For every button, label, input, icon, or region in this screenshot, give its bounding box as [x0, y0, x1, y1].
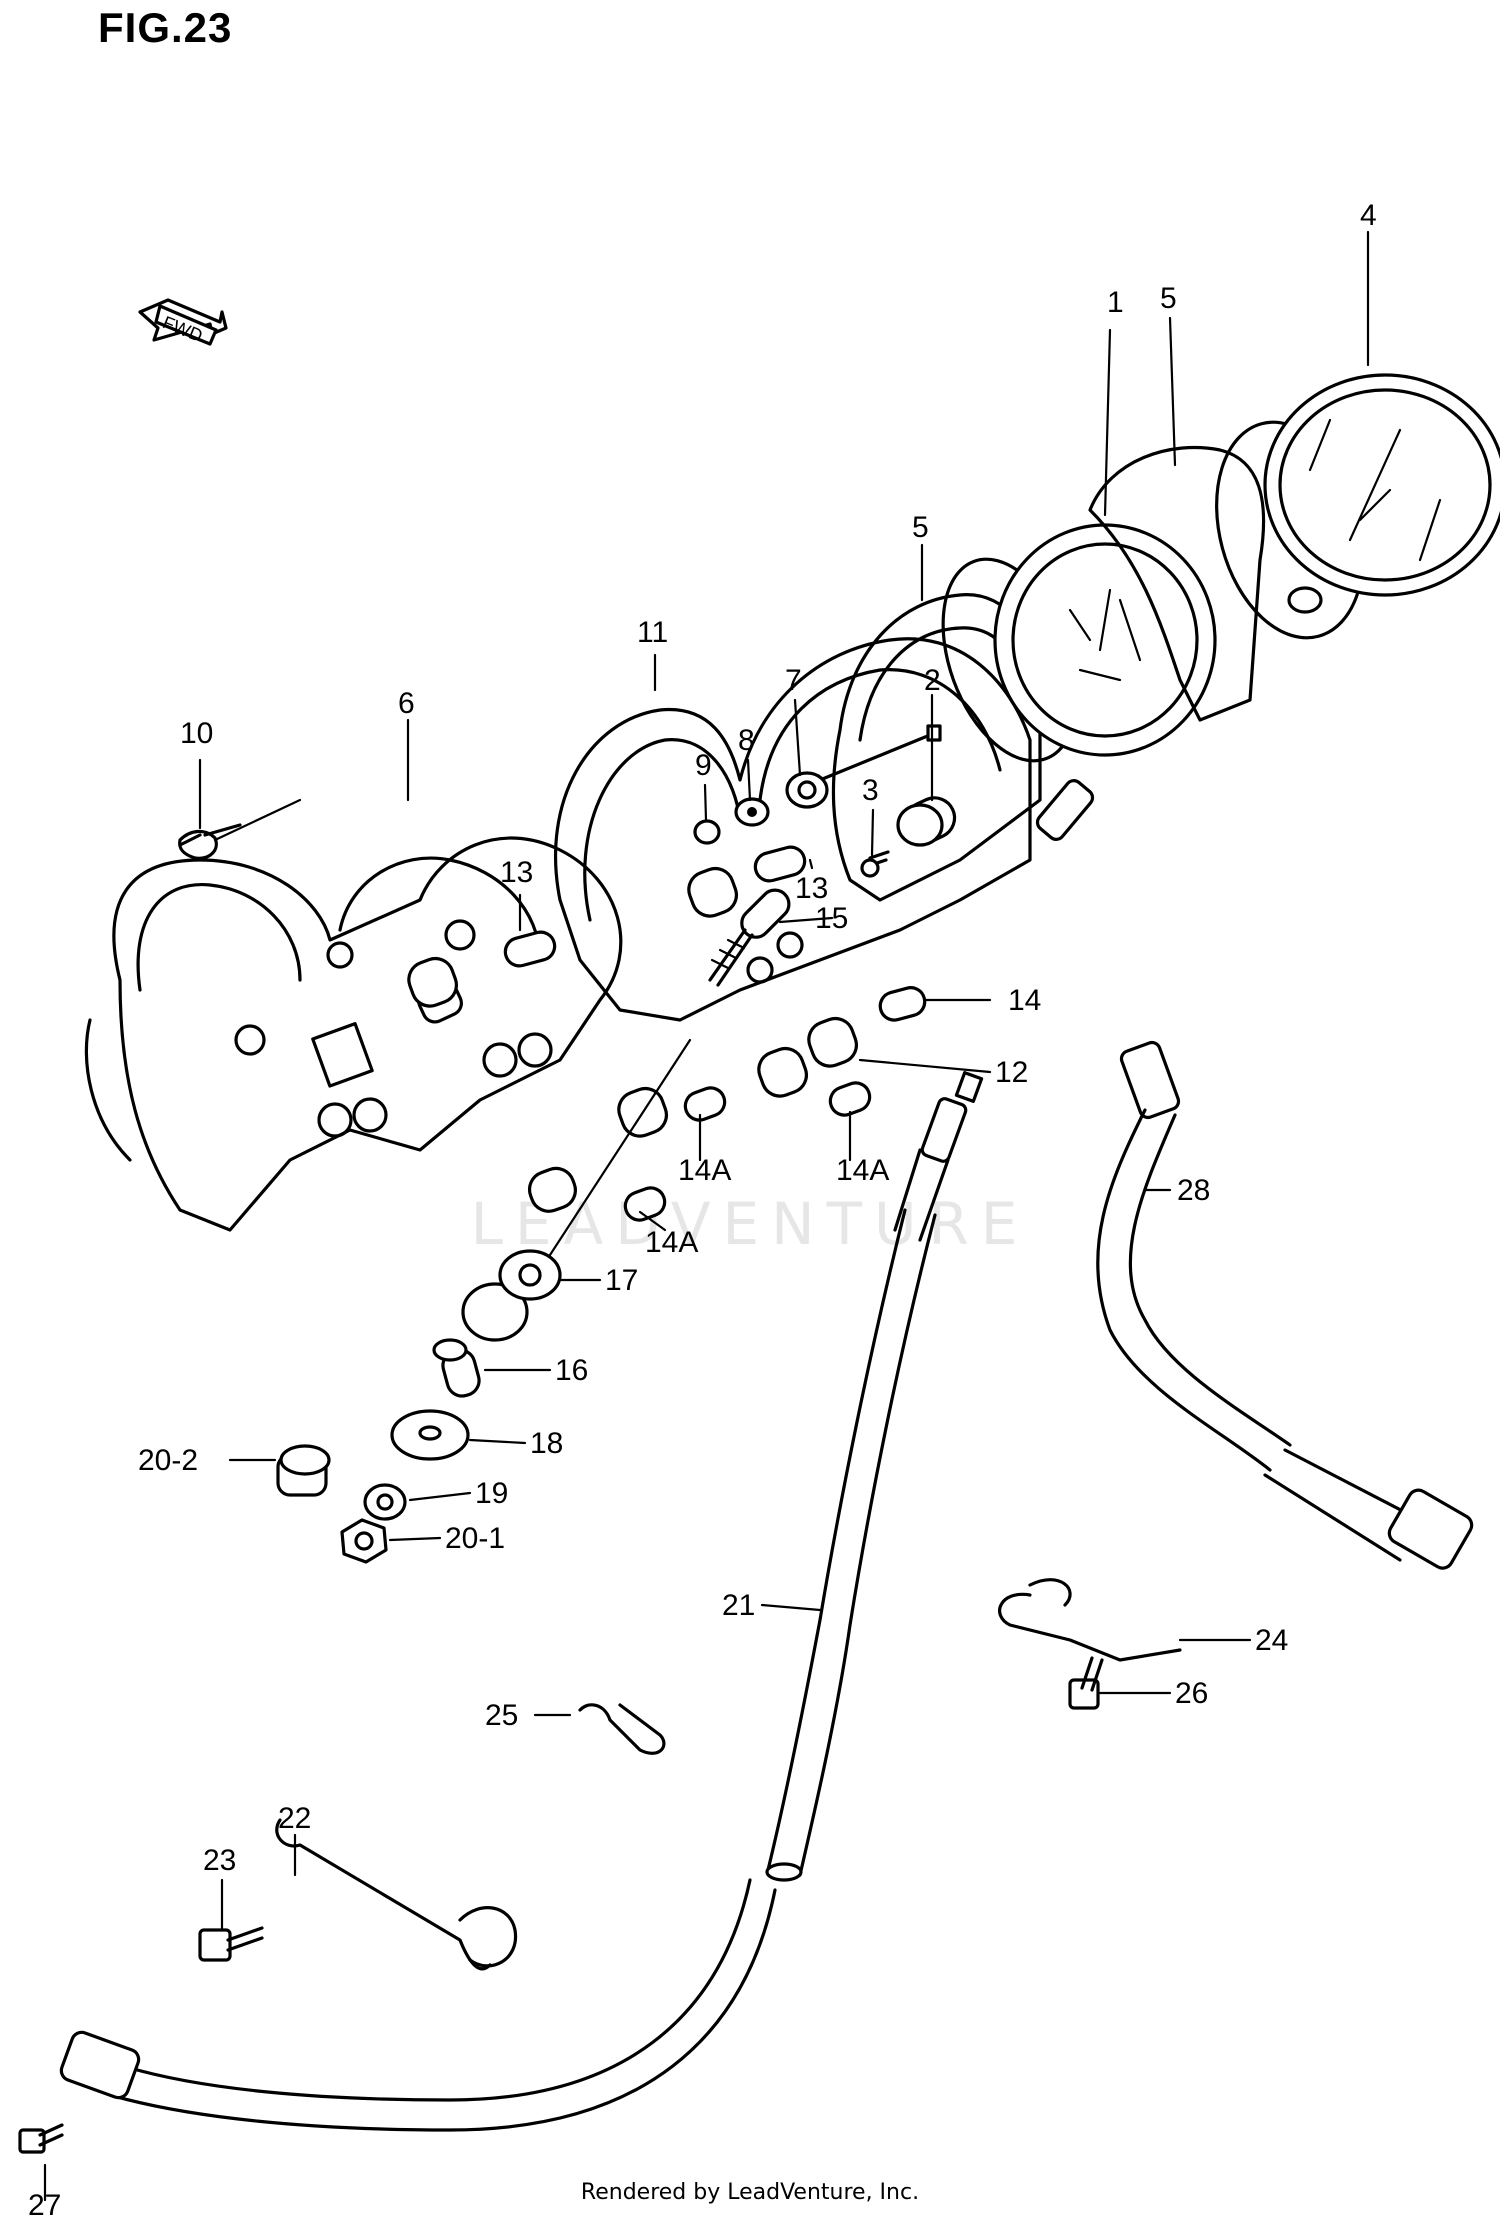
callout-15: 15 — [815, 902, 848, 935]
callout-11: 11 — [637, 616, 668, 649]
tachometer — [1263, 373, 1500, 614]
callout-9: 9 — [695, 749, 712, 782]
callout-20-2: 20-2 — [138, 1444, 198, 1477]
callout-16: 16 — [555, 1354, 588, 1387]
callout-14a3: 14A — [645, 1226, 698, 1259]
callout-5b: 5 — [912, 511, 929, 544]
callout-14a1: 14A — [678, 1154, 731, 1187]
fwd-arrow-icon: FWD — [138, 298, 228, 346]
callout-labels: 1 2 3 4 5 5 6 7 8 9 10 11 12 13 13 14 14… — [28, 199, 1377, 2222]
callout-10: 10 — [180, 717, 213, 750]
grommet-stack — [276, 1038, 692, 1564]
callout-28: 28 — [1177, 1174, 1210, 1207]
callout-2: 2 — [924, 664, 941, 697]
callout-26: 26 — [1175, 1677, 1208, 1710]
leader-lines — [43, 230, 1370, 2202]
speedometer-cable — [59, 1071, 984, 2132]
callout-27: 27 — [28, 2189, 61, 2222]
callout-20-1: 20-1 — [445, 1522, 505, 1555]
callout-13b: 13 — [795, 872, 828, 905]
callout-21: 21 — [722, 1589, 755, 1622]
clamps-and-bolts — [18, 1578, 1182, 2154]
callout-4: 4 — [1360, 199, 1377, 232]
callout-12: 12 — [995, 1056, 1028, 1089]
speedometer — [941, 523, 1217, 841]
callout-13a: 13 — [500, 856, 533, 889]
callout-7: 7 — [785, 664, 802, 697]
callout-3: 3 — [862, 774, 879, 807]
callout-23: 23 — [203, 1844, 236, 1877]
small-fasteners — [178, 724, 957, 1222]
callout-14a2: 14A — [836, 1154, 889, 1187]
callout-18: 18 — [530, 1427, 563, 1460]
credit-text: Rendered by LeadVenture, Inc. — [580, 2180, 920, 2205]
callout-17: 17 — [605, 1264, 638, 1297]
callout-22: 22 — [278, 1802, 311, 1835]
callout-14: 14 — [1008, 984, 1041, 1017]
callout-8: 8 — [738, 724, 755, 757]
tachometer-cable — [1096, 1040, 1474, 1570]
callout-1: 1 — [1107, 286, 1124, 319]
meter-case-lower — [84, 836, 623, 1232]
callout-25: 25 — [485, 1699, 518, 1732]
callout-19: 19 — [475, 1477, 508, 1510]
callout-6: 6 — [398, 687, 415, 720]
callout-24: 24 — [1255, 1624, 1288, 1657]
callout-5a: 5 — [1160, 282, 1177, 315]
figure-title: FIG.23 — [98, 4, 233, 51]
